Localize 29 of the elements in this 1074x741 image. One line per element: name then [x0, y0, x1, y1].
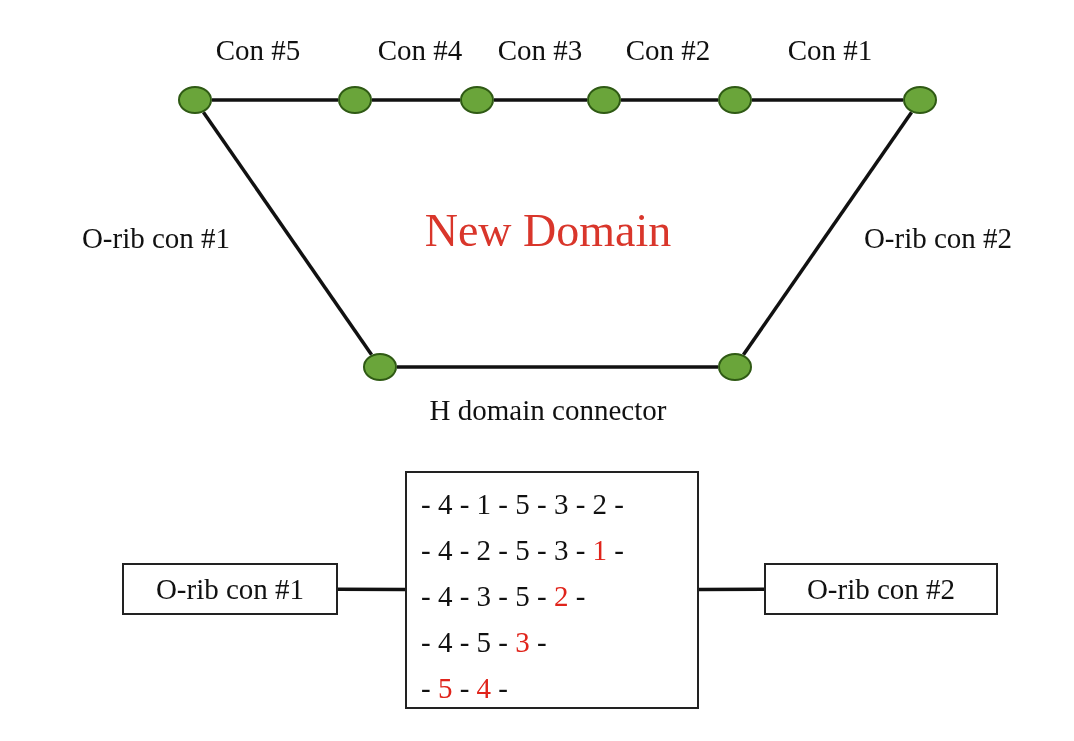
connector-line: [742, 111, 913, 356]
junction-circle: [718, 353, 752, 381]
junction-circle: [338, 86, 372, 114]
domain-title: New Domain: [424, 203, 672, 257]
junction-circle: [460, 86, 494, 114]
connector-line: [397, 365, 718, 369]
box-label: O-rib con #2: [806, 572, 956, 606]
connector-line: [202, 111, 373, 356]
junction-circle: [587, 86, 621, 114]
junction-circle: [718, 86, 752, 114]
connector-line: [494, 98, 587, 102]
sequence-line: - 4 - 5 - 3 -: [421, 625, 547, 660]
sequence-line: - 5 - 4 -: [421, 671, 508, 706]
sequence-list-box: [405, 471, 699, 709]
sequence-line: - 4 - 1 - 5 - 3 - 2 -: [421, 487, 625, 522]
connector-line: [752, 98, 903, 102]
sequence-line: - 4 - 2 - 5 - 3 - 1 -: [421, 533, 625, 568]
junction-circle: [178, 86, 212, 114]
label-box: [122, 563, 338, 615]
junction-circle: [903, 86, 937, 114]
label-box: [764, 563, 998, 615]
junction-circle: [363, 353, 397, 381]
connector-line: [699, 587, 764, 592]
connector-line: [621, 98, 718, 102]
box-label: O-rib con #1: [155, 572, 305, 606]
connector-line: [372, 98, 460, 102]
sequence-line: - 4 - 3 - 5 - 2 -: [421, 579, 586, 614]
connector-line: [212, 98, 338, 102]
connector-line: [338, 587, 405, 592]
